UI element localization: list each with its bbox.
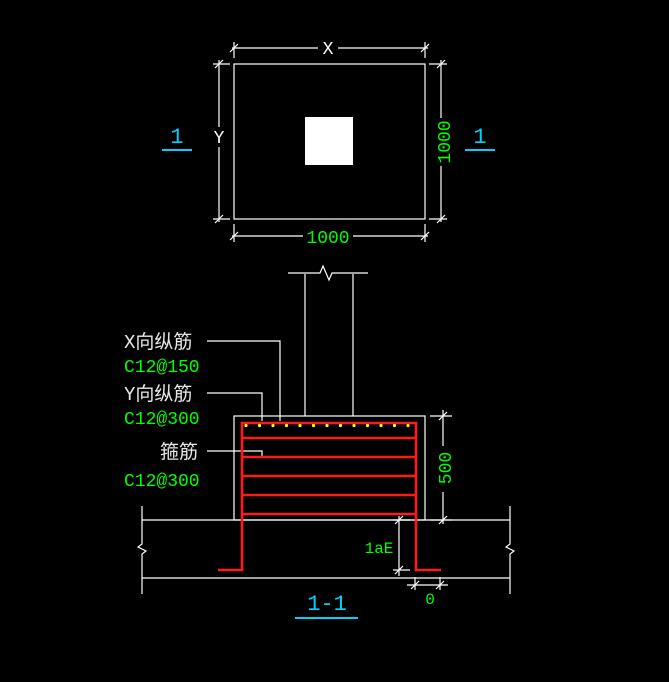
dim-height-label: 500 xyxy=(437,452,457,484)
y-rebar-label: Y向纵筋 xyxy=(124,383,192,406)
dim-anchor-mask xyxy=(362,537,396,557)
section-mark-right: 1 xyxy=(465,125,495,151)
plan-column xyxy=(305,117,353,165)
dim-offset-label: 0 xyxy=(425,591,435,609)
dim-y-label: Y xyxy=(214,129,225,149)
dim-offset-0 xyxy=(407,577,448,590)
dim-anchor-lae xyxy=(393,515,410,576)
dim-right-mask xyxy=(432,118,452,166)
main-rebar-u xyxy=(218,421,441,572)
stirrup-label: 箍筋 xyxy=(160,441,198,464)
rebar-dots xyxy=(244,423,410,428)
section-mark-right-label: 1 xyxy=(473,125,486,150)
rebar-dot xyxy=(406,423,410,428)
x-rebar-spec: C12@150 xyxy=(124,358,200,378)
rebar-dot xyxy=(284,423,289,428)
plan-view xyxy=(213,42,447,242)
rebar-dot xyxy=(257,423,262,428)
section-mark-left: 1 xyxy=(162,125,192,151)
rebar-dot xyxy=(311,423,316,428)
dim-x-label: X xyxy=(323,40,334,60)
rebar-dot xyxy=(325,423,329,428)
dim-right-label: 1000 xyxy=(436,120,456,163)
leader-x-rebar xyxy=(207,340,281,421)
dim-bottom-mask xyxy=(303,226,353,246)
section-title: 1-1 xyxy=(295,592,358,619)
leader-stirrup xyxy=(207,450,263,458)
slab-break-left xyxy=(136,506,148,594)
rebar-dot xyxy=(379,423,383,428)
rebar-dot xyxy=(352,423,356,428)
dim-height-mask xyxy=(434,446,454,492)
dim-y-mask xyxy=(210,127,228,147)
rebar-dot xyxy=(244,423,248,428)
plan-footing-outline xyxy=(233,63,426,220)
rebar-cage xyxy=(218,421,441,572)
column-break-line xyxy=(288,264,368,282)
section-mark-left-label: 1 xyxy=(170,125,183,150)
x-rebar-label: X向纵筋 xyxy=(124,331,192,354)
slab-break-right xyxy=(504,506,516,594)
section-title-label: 1-1 xyxy=(307,592,347,617)
y-rebar-spec: C12@300 xyxy=(124,410,200,430)
section-view xyxy=(136,264,516,594)
dim-x-mask xyxy=(318,38,338,58)
stirrup-spec: C12@300 xyxy=(124,472,200,492)
rebar-dot xyxy=(365,423,370,428)
rebar-dot xyxy=(271,423,275,428)
rebar-dot xyxy=(392,423,397,428)
rebar-dot xyxy=(338,423,343,428)
dim-bottom-label: 1000 xyxy=(306,229,349,249)
rebar-dot xyxy=(298,423,302,428)
dim-anchor-label: 1aE xyxy=(365,540,394,558)
leader-y-rebar xyxy=(207,392,263,421)
